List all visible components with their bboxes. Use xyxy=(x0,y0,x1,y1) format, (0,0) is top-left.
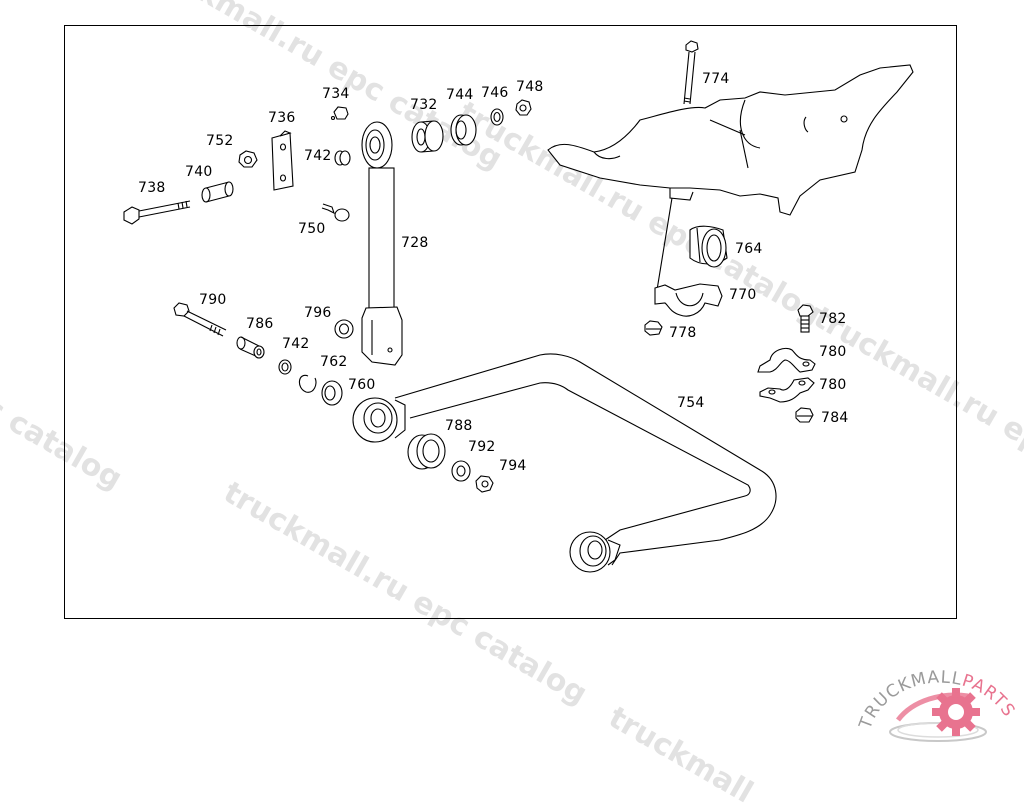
callout-754: 754 xyxy=(677,395,705,411)
callout-794: 794 xyxy=(499,458,527,474)
callout-778: 778 xyxy=(669,325,697,341)
callout-732: 732 xyxy=(410,97,438,113)
callout-728: 728 xyxy=(401,235,429,251)
bolt-774[interactable] xyxy=(684,41,698,104)
bolt-738[interactable] xyxy=(124,201,190,224)
callout-752: 752 xyxy=(206,133,234,149)
nut-778[interactable] xyxy=(645,321,662,335)
callout-784: 784 xyxy=(821,410,849,426)
washer-792[interactable] xyxy=(452,461,470,481)
callout-780-lower: 780 xyxy=(819,377,847,393)
callout-742-cap: 742 xyxy=(304,148,332,164)
bushing-744[interactable] xyxy=(451,115,476,145)
callout-738: 738 xyxy=(138,180,166,196)
bracket-736[interactable] xyxy=(272,131,293,190)
bushing-732[interactable] xyxy=(412,121,443,152)
callout-770: 770 xyxy=(729,287,757,303)
callout-740: 740 xyxy=(185,164,213,180)
callout-764: 764 xyxy=(735,241,763,257)
parts-drawing xyxy=(0,0,1024,750)
callout-742-washer: 742 xyxy=(282,336,310,352)
callout-780-upper: 780 xyxy=(819,344,847,360)
clamp-780-lower[interactable] xyxy=(760,378,814,402)
callout-782: 782 xyxy=(819,311,847,327)
callout-762: 762 xyxy=(320,354,348,370)
sleeve-786[interactable] xyxy=(237,337,264,358)
cap-742[interactable] xyxy=(335,151,350,165)
nut-748[interactable] xyxy=(516,100,531,115)
gear-logo-icon: TRUCKMALLPARTS xyxy=(858,650,1024,750)
nut-752[interactable] xyxy=(239,151,257,167)
nut-794[interactable] xyxy=(476,476,493,492)
circlip-762[interactable] xyxy=(299,375,316,392)
callout-788: 788 xyxy=(445,418,473,434)
mounting-bracket xyxy=(548,65,913,290)
callout-750: 750 xyxy=(298,221,326,237)
clamp-shell-770[interactable] xyxy=(655,284,722,316)
washer-796[interactable] xyxy=(335,320,353,338)
callout-796: 796 xyxy=(304,305,332,321)
callout-790: 790 xyxy=(199,292,227,308)
sleeve-740[interactable] xyxy=(202,182,233,202)
bushing-760[interactable] xyxy=(322,381,342,405)
callout-792: 792 xyxy=(468,439,496,455)
clip-734[interactable] xyxy=(332,107,349,120)
link-rod-728[interactable] xyxy=(362,122,402,365)
rubber-mount-764[interactable] xyxy=(690,226,727,267)
washer-742[interactable] xyxy=(279,360,291,374)
bolt-782[interactable] xyxy=(798,305,813,332)
washer-746[interactable] xyxy=(491,109,503,125)
callout-786: 786 xyxy=(246,316,274,332)
callout-734: 734 xyxy=(322,86,350,102)
callout-746: 746 xyxy=(481,85,509,101)
bushing-788[interactable] xyxy=(408,434,445,469)
callout-760: 760 xyxy=(348,377,376,393)
callout-736: 736 xyxy=(268,110,296,126)
screw-750[interactable] xyxy=(322,204,349,221)
callout-748: 748 xyxy=(516,79,544,95)
callout-774: 774 xyxy=(702,71,730,87)
clamp-780-upper[interactable] xyxy=(758,348,815,372)
truckmall-parts-logo[interactable]: TRUCKMALLPARTS xyxy=(858,650,1024,750)
nut-784[interactable] xyxy=(796,408,813,422)
callout-744: 744 xyxy=(446,87,474,103)
